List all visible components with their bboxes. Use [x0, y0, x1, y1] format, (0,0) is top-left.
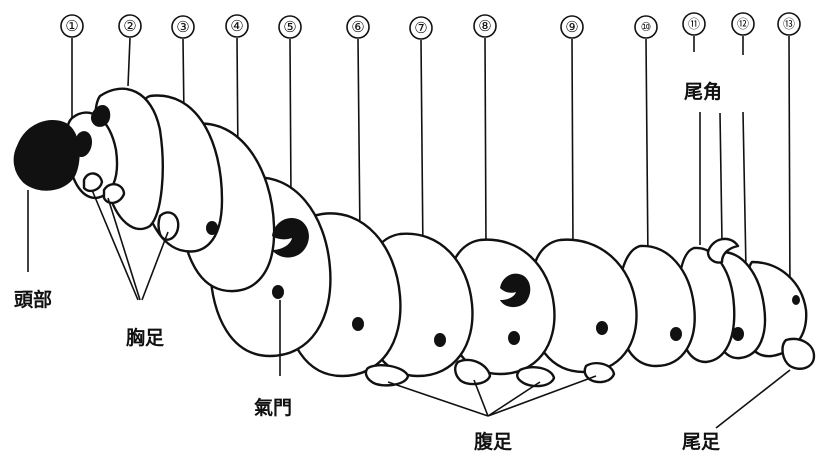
segment-number-12: ⑫ [732, 13, 754, 35]
spiracle-dot [792, 295, 800, 305]
svg-text:⑦: ⑦ [414, 19, 427, 37]
segment-number-10: ⑩ [635, 16, 657, 38]
svg-text:④: ④ [230, 17, 243, 35]
anal-legs-label: 尾足 [682, 431, 721, 453]
segment-number-5: ⑤ [279, 16, 301, 38]
segment-number-9: ⑨ [561, 16, 583, 38]
anal-leg [783, 339, 814, 369]
crescent-marking-2 [500, 274, 530, 307]
spiracle-dot [596, 321, 608, 335]
spiracle-dot [508, 331, 520, 345]
spiracle-dot [272, 285, 284, 299]
svg-text:⑬: ⑬ [783, 17, 795, 31]
segment-number-8: ⑧ [474, 15, 496, 37]
segment-number-3: ③ [172, 16, 194, 38]
svg-text:⑧: ⑧ [478, 17, 491, 35]
abdominal-leg-3 [517, 367, 554, 386]
segment-number-7: ⑦ [410, 17, 432, 39]
svg-text:⑩: ⑩ [641, 20, 652, 34]
segment-number-13: ⑬ [778, 13, 800, 35]
segment-numbers: ① ② ③ ④ ⑤ ⑥ ⑦ ⑧ ⑨ ⑩ ⑪ ⑫ ⑬ [61, 13, 800, 39]
svg-text:⑨: ⑨ [565, 18, 578, 36]
svg-text:⑪: ⑪ [688, 17, 700, 31]
head-label: 頭部 [14, 288, 52, 311]
thoracic-leg-3 [159, 212, 179, 239]
spiracle-dot [206, 221, 218, 235]
svg-text:⑫: ⑫ [737, 17, 749, 31]
svg-text:⑤: ⑤ [283, 18, 296, 36]
segment-number-2: ② [119, 15, 141, 37]
svg-text:③: ③ [176, 18, 189, 36]
spiracle-dot [670, 327, 682, 341]
segment-number-6: ⑥ [347, 16, 369, 38]
abdominal-legs-label: 腹足 [473, 430, 513, 453]
svg-text:⑥: ⑥ [351, 18, 364, 36]
thoracic-leg-2 [104, 184, 124, 203]
segment-number-11: ⑪ [683, 13, 705, 35]
segment-number-1: ① [61, 15, 83, 37]
spiracle-dot [434, 333, 446, 347]
segment-number-4: ④ [226, 15, 248, 37]
thoracic-legs-label: 胸足 [126, 326, 165, 349]
svg-text:②: ② [123, 17, 136, 35]
thoracic-leg-1 [84, 173, 102, 190]
spiracle-label: 氣門 [254, 396, 292, 419]
spiracle-dot [352, 317, 364, 331]
spiracle-dot [732, 327, 744, 341]
caudal-horn-label: 尾角 [684, 80, 722, 103]
svg-text:①: ① [65, 17, 78, 35]
head [15, 121, 79, 190]
